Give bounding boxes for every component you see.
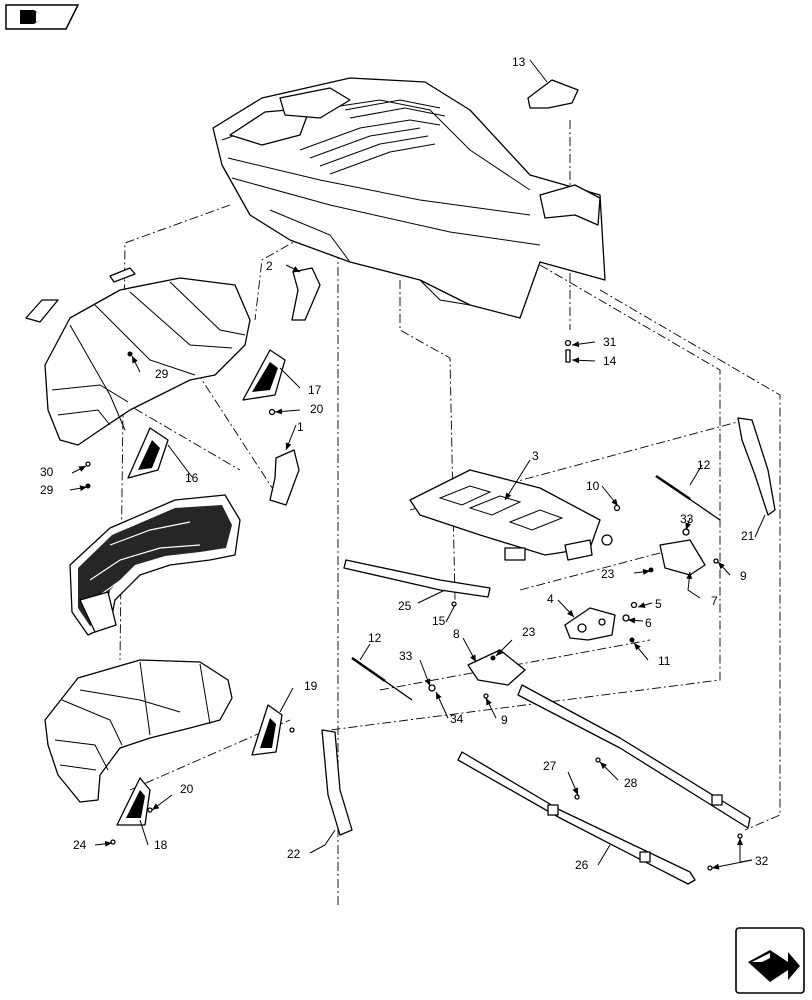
callout-8: 8: [453, 627, 460, 641]
rail-25: [343, 559, 491, 598]
callout-17: 17: [308, 383, 322, 397]
callout-9b: 9: [501, 713, 508, 727]
callout-22: 22: [287, 847, 301, 861]
front-grille-shell: [25, 267, 251, 446]
callout-24: 24: [73, 838, 87, 852]
callout-1: 1: [297, 420, 304, 434]
callout-15: 15: [432, 614, 446, 628]
next-page-icon[interactable]: [735, 927, 805, 994]
callout-11: 11: [658, 654, 671, 668]
callout-6: 6: [645, 616, 652, 630]
rail-upper: [517, 684, 751, 829]
mounting-plate-3: [409, 469, 613, 561]
callout-5: 5: [655, 597, 662, 611]
callout-labels: 1 2 3 4 5 6 7 8 9 9 10 11 12 12 13 14 15…: [40, 55, 769, 872]
callout-20b: 20: [180, 782, 194, 796]
callout-23b: 23: [522, 625, 536, 639]
hood-assembly: [212, 77, 606, 319]
hinge-assembly: [467, 539, 706, 686]
callout-27: 27: [543, 759, 557, 773]
bracket-22: [321, 729, 353, 836]
callout-21: 21: [741, 529, 755, 543]
callout-12a: 12: [697, 458, 711, 472]
callout-23a: 23: [601, 567, 615, 581]
callout-10: 10: [586, 479, 600, 493]
callout-18: 18: [154, 838, 168, 852]
callout-25: 25: [398, 599, 412, 613]
callout-29a: 29: [155, 367, 169, 381]
lower-front-panel: [44, 659, 233, 803]
callout-3: 3: [532, 449, 539, 463]
bracket-8: [467, 649, 526, 686]
small-brackets: [116, 267, 321, 826]
callout-20a: 20: [310, 402, 324, 416]
callout-4: 4: [547, 592, 554, 606]
bracket-13: [527, 79, 579, 109]
callout-33a: 33: [680, 512, 694, 526]
leader-lines: [69, 59, 766, 870]
callout-9a: 9: [740, 569, 747, 583]
callout-2: 2: [266, 259, 273, 273]
callout-7: 7: [711, 594, 718, 608]
previous-page-icon[interactable]: [5, 4, 80, 30]
callout-14: 14: [603, 354, 617, 368]
callout-16: 16: [185, 471, 199, 485]
bracket-21: [737, 417, 776, 516]
callout-19: 19: [304, 679, 318, 693]
callout-26: 26: [575, 858, 589, 872]
callout-30: 30: [40, 465, 54, 479]
callout-32: 32: [755, 854, 769, 868]
gas-struts: [351, 474, 721, 701]
rail-26: [457, 751, 696, 885]
callout-34: 34: [450, 712, 464, 726]
callout-12b: 12: [368, 631, 382, 645]
callout-29b: 29: [40, 483, 54, 497]
bracket-1: [269, 449, 300, 506]
callout-33b: 33: [399, 649, 413, 663]
bracket-7: [659, 539, 706, 576]
grille-mesh: [69, 494, 241, 636]
bracket-2: [291, 267, 321, 321]
callout-28: 28: [624, 776, 638, 790]
callout-31: 31: [603, 335, 617, 349]
callout-13: 13: [512, 55, 526, 69]
